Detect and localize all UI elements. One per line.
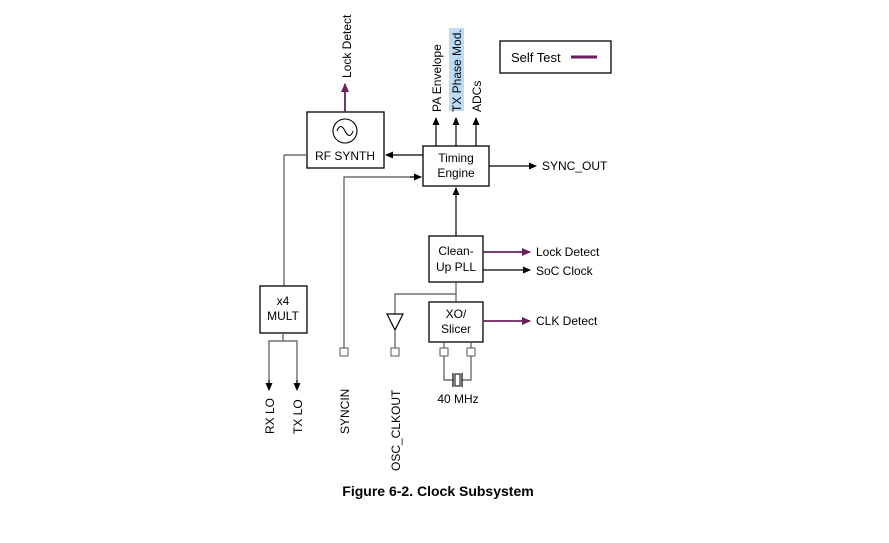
rf-synth-block: RF SYNTH xyxy=(306,111,385,169)
cleanup-pll-block: Clean- Up PLL xyxy=(428,235,484,283)
timing-engine-line2: Engine xyxy=(437,166,475,180)
oscillator-icon xyxy=(332,118,358,144)
crystal-freq-label: 40 MHz xyxy=(437,392,478,406)
lock-detect-pll-label: Lock Detect xyxy=(536,245,600,259)
rf-synth-label: RF SYNTH xyxy=(315,149,375,163)
osc-clkout-pin xyxy=(390,347,400,357)
rx-lo-wire xyxy=(268,333,284,388)
crystal-icon xyxy=(452,373,463,387)
tx-lo-wire xyxy=(283,340,298,388)
cleanup-pll-line2: Up PLL xyxy=(436,260,476,274)
xo-slicer-block: XO/ Slicer xyxy=(428,301,484,343)
rf-synth-box xyxy=(306,111,385,169)
timing-engine-block: Timing Engine xyxy=(422,145,490,187)
buffer-icon xyxy=(386,313,404,332)
osc-clkout-wire xyxy=(394,293,456,314)
clk-detect-label: CLK Detect xyxy=(536,314,598,328)
cleanup-pll-box xyxy=(428,235,484,283)
soc-clock-label: SoC Clock xyxy=(536,264,594,278)
figure-caption: Figure 6-2. Clock Subsystem xyxy=(342,483,533,499)
pa-envelope-label: PA Envelope xyxy=(430,44,444,112)
syncin-wire xyxy=(343,176,421,348)
sync-out-label: SYNC_OUT xyxy=(542,159,608,173)
tx-phase-mod-label: TX Phase Mod. xyxy=(450,29,464,112)
x4-mult-line2: MULT xyxy=(267,309,299,323)
x4-mult-block: x4 MULT xyxy=(259,285,308,334)
xo-slicer-box xyxy=(428,301,484,343)
cleanup-pll-line1: Clean- xyxy=(438,244,473,258)
adcs-label: ADCs xyxy=(470,81,484,112)
xtal-pin-left xyxy=(439,347,449,357)
syncin-label: SYNCIN xyxy=(338,389,352,434)
osc-clkout-label: OSC_CLKOUT xyxy=(389,389,403,471)
legend-label: Self Test xyxy=(511,50,561,65)
timing-engine-line1: Timing xyxy=(438,151,474,165)
syncin-pin xyxy=(339,347,349,357)
xtal-wire-left xyxy=(443,356,453,381)
legend: Self Test xyxy=(499,40,612,74)
lock-detect-top-label: Lock Detect xyxy=(340,14,354,78)
xtal-wire-right xyxy=(462,356,472,381)
rx-lo-label: RX LO xyxy=(263,398,277,434)
x4-mult-line1: x4 xyxy=(277,294,290,308)
xtal-pin-right xyxy=(466,347,476,357)
xo-slicer-line1: XO/ xyxy=(446,307,467,321)
tx-lo-label: TX LO xyxy=(291,399,305,434)
sine-wave-icon xyxy=(336,125,354,137)
tx-phase-mod-highlight xyxy=(449,28,464,111)
xo-slicer-line2: Slicer xyxy=(441,322,471,336)
